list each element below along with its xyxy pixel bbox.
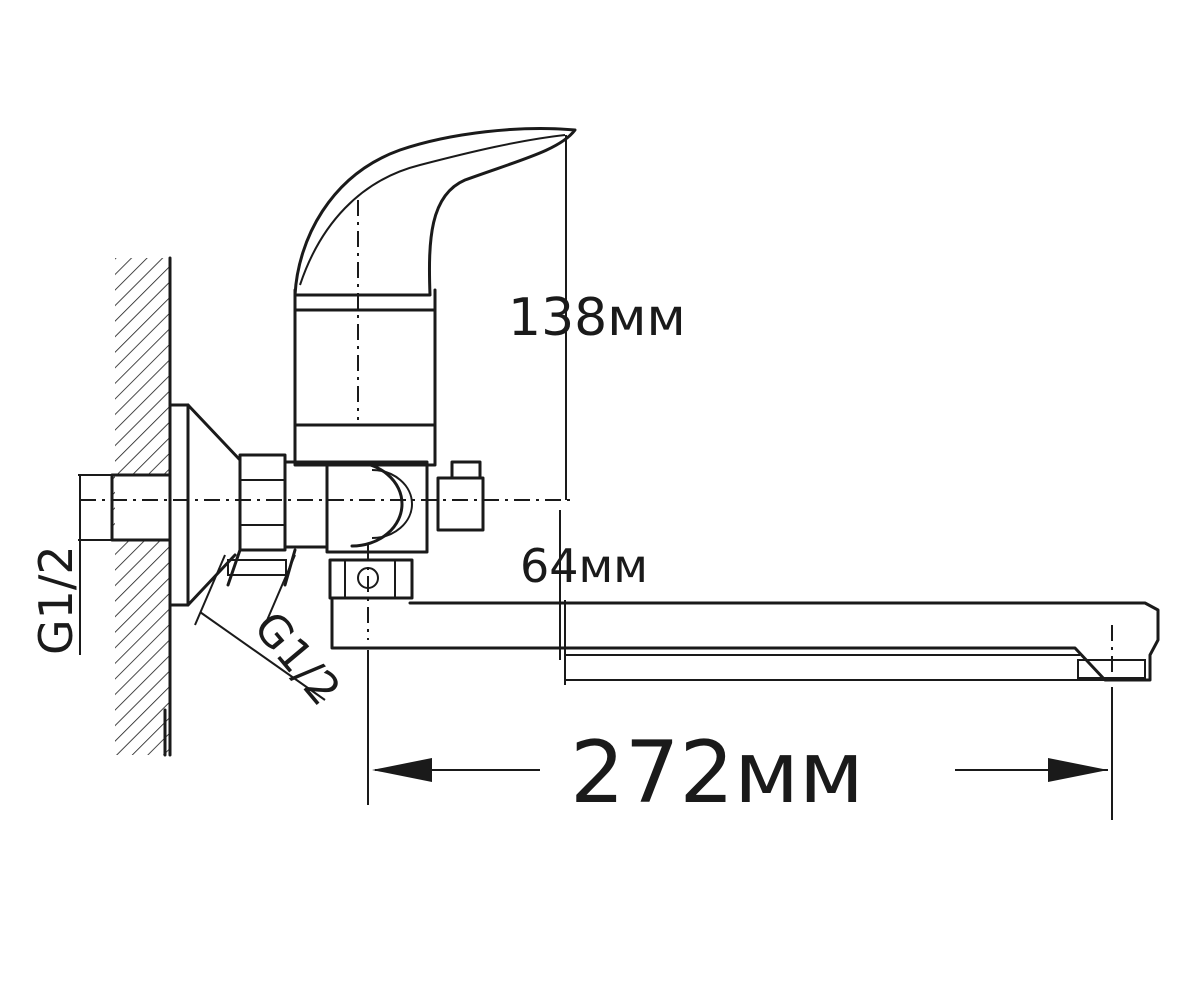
spout — [330, 598, 1160, 820]
inlet-thread-label: G1/2 — [244, 602, 351, 715]
mixer-body — [283, 288, 437, 554]
spout-offset-dimension: 64мм — [520, 510, 648, 660]
lever-handle-edge — [299, 134, 566, 286]
wall-thread-dimension: G1/2 — [29, 474, 112, 655]
spout-offset-label: 64мм — [520, 539, 648, 593]
spout-length-dimension: 272мм — [367, 650, 1113, 823]
spout-nut — [328, 558, 414, 600]
wall-thread-label: G1/2 — [29, 545, 83, 655]
height-dimension: 138мм — [508, 135, 686, 500]
wall-pipe — [110, 473, 172, 542]
diverter-knob — [436, 460, 485, 532]
eccentric-nut — [238, 453, 287, 552]
inlet-thread-dimension: G1/2 — [194, 554, 351, 715]
height-label: 138мм — [508, 288, 686, 348]
lever-handle — [293, 127, 577, 297]
spout-length-label: 272мм — [570, 723, 864, 823]
